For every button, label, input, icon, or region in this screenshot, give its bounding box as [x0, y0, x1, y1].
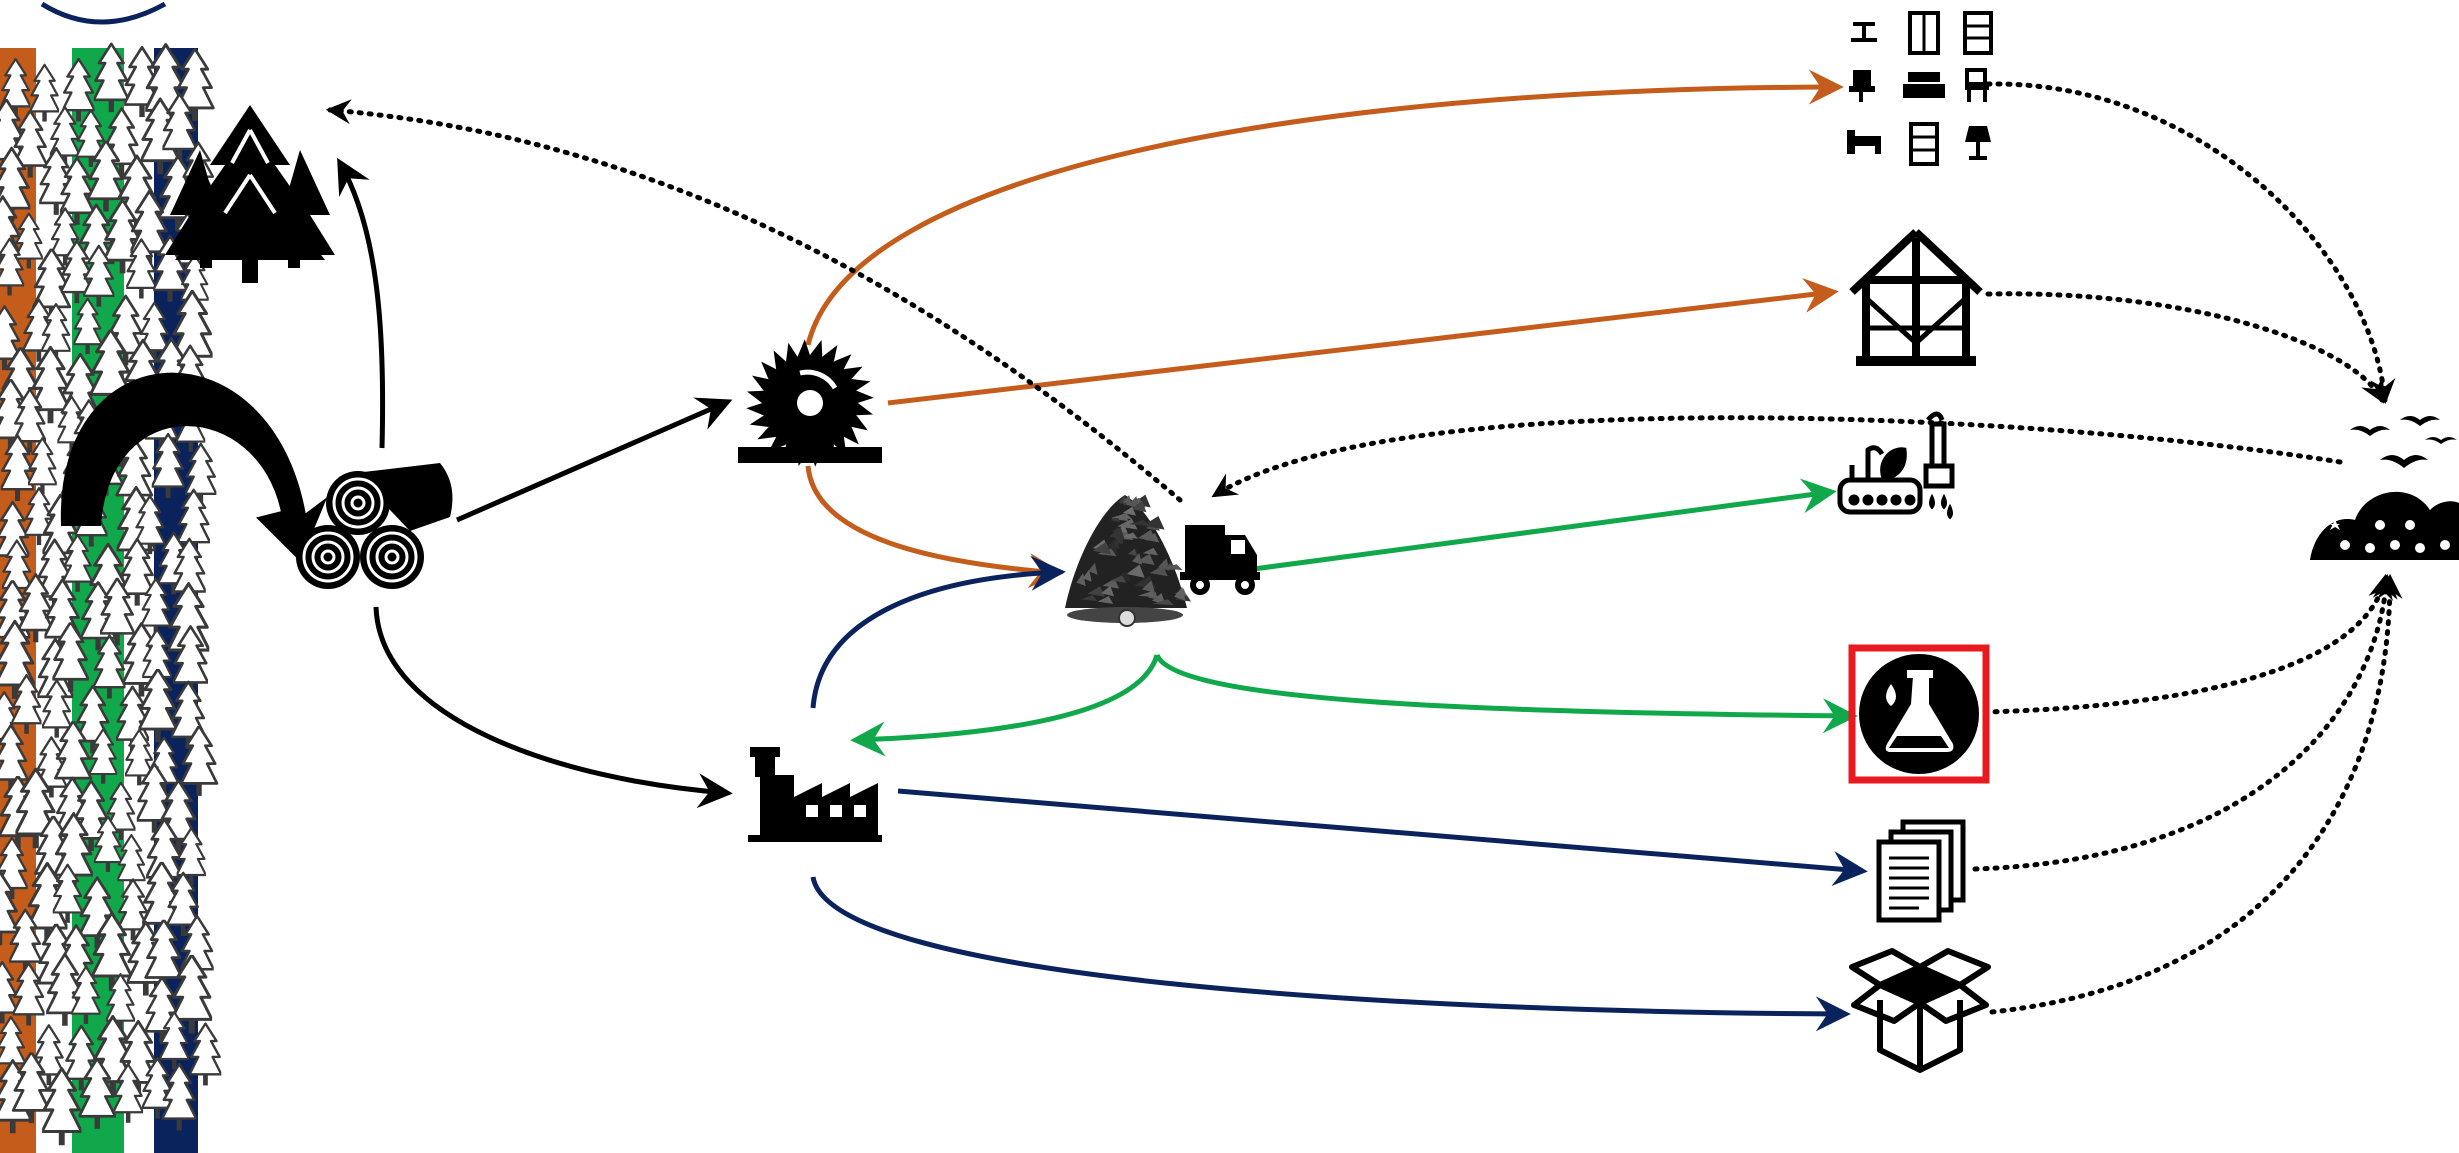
edge-biochemicals-endoflife	[1982, 573, 2393, 715]
forest-band	[0, 1, 222, 1153]
wood-chip	[1109, 526, 1125, 541]
saw-tooth	[761, 361, 776, 379]
edge-residues-pulpmill	[850, 654, 1160, 757]
wood-chip	[1088, 562, 1098, 575]
wood-chip	[1082, 569, 1092, 582]
edge-sawmill-furniture	[805, 69, 1844, 346]
saw-tooth	[786, 342, 798, 362]
return-flows	[325, 81, 2403, 1015]
wood-chip	[1097, 596, 1114, 604]
edge-sawmill-construction	[887, 278, 1839, 406]
saw-tooth	[773, 350, 786, 370]
edge-residues-biochemicals	[1154, 653, 1858, 734]
edge-sawmill-residues	[805, 465, 1064, 589]
saw-tooth	[844, 427, 859, 445]
saw-tooth	[797, 339, 810, 357]
log-pile-icon	[296, 463, 453, 589]
edge-endoflife-residues	[1211, 415, 2343, 498]
wood-chip	[1122, 495, 1132, 505]
saw-tooth	[834, 354, 852, 369]
wood-chip	[1131, 500, 1147, 513]
circular-saw-icon	[738, 339, 882, 467]
wood-chip	[1142, 547, 1158, 556]
edge-pulpmill-residues	[810, 555, 1066, 709]
wood-chip	[1087, 586, 1106, 597]
furniture-grid-icon	[1847, 11, 1993, 166]
timber-frame-house-icon	[1849, 229, 1983, 366]
wood-chip	[1137, 591, 1159, 598]
wood-chip	[1152, 599, 1174, 606]
factory-icon	[748, 747, 882, 842]
highlight-box	[1848, 644, 1990, 784]
logo-swoosh-icon	[40, 1, 167, 25]
wood-chip	[1142, 516, 1165, 530]
saw-tooth	[851, 379, 871, 391]
saw-tooth	[856, 403, 873, 416]
edge-residues-forest	[325, 99, 1183, 503]
wood-chip	[1081, 595, 1098, 602]
saw-tooth	[822, 345, 838, 362]
saw-tooth	[746, 403, 764, 416]
wood-chip	[1136, 553, 1155, 565]
edge-pulpmill-packaging	[810, 876, 1851, 1032]
wood-chip	[1128, 519, 1150, 526]
cardboard-box-icon	[1849, 948, 1991, 1073]
edge-residues-bioenergy	[1245, 478, 1837, 573]
wood-chip	[1122, 506, 1136, 516]
saw-tooth	[856, 390, 874, 403]
saw-tooth	[757, 427, 777, 440]
wood-chip	[1137, 529, 1157, 542]
paper-stack-icon	[1876, 819, 1966, 923]
biochemicals-node	[1848, 644, 1990, 784]
chemistry-flask-icon	[1859, 654, 1979, 774]
wood-chip	[1121, 532, 1138, 539]
wood-chip	[1111, 513, 1133, 520]
edge-construction-endoflife	[1985, 291, 2385, 404]
wood-chips-truck-icon	[1065, 494, 1260, 627]
saw-tooth	[851, 415, 868, 431]
saw-tooth	[752, 375, 769, 391]
wood-chip	[1076, 572, 1086, 587]
edge-paper-endoflife	[1972, 573, 2398, 872]
saw-tooth	[747, 390, 764, 403]
wood-chip	[1128, 548, 1138, 556]
wood-chip	[1092, 541, 1112, 555]
saw-tooth	[843, 366, 863, 379]
landscape-birds-icon	[2310, 416, 2459, 560]
harvest-arrow	[60, 372, 328, 562]
edge-furniture-endoflife	[1985, 81, 2396, 405]
wood-chip	[1126, 564, 1145, 578]
saw-tooth	[810, 340, 823, 357]
chip-pile-base	[1065, 495, 1187, 608]
pine-trees-icon	[165, 105, 335, 283]
wood-chip	[1161, 564, 1183, 571]
wood-chip	[1110, 575, 1127, 583]
edge-packaging-endoflife	[1989, 573, 2403, 1015]
saw-tooth	[749, 415, 769, 427]
biorefinery-plant-icon	[1837, 411, 1955, 520]
wood-chip	[1101, 585, 1115, 597]
edge-logs-sawmill	[455, 397, 733, 523]
edge-logs-forest	[337, 157, 386, 449]
edge-pulpmill-paper	[897, 788, 1868, 887]
edge-logs-pulpmill	[373, 606, 733, 809]
wood-chip	[1142, 580, 1155, 593]
main-flows	[60, 69, 1868, 1032]
wood-chip	[1174, 586, 1186, 601]
